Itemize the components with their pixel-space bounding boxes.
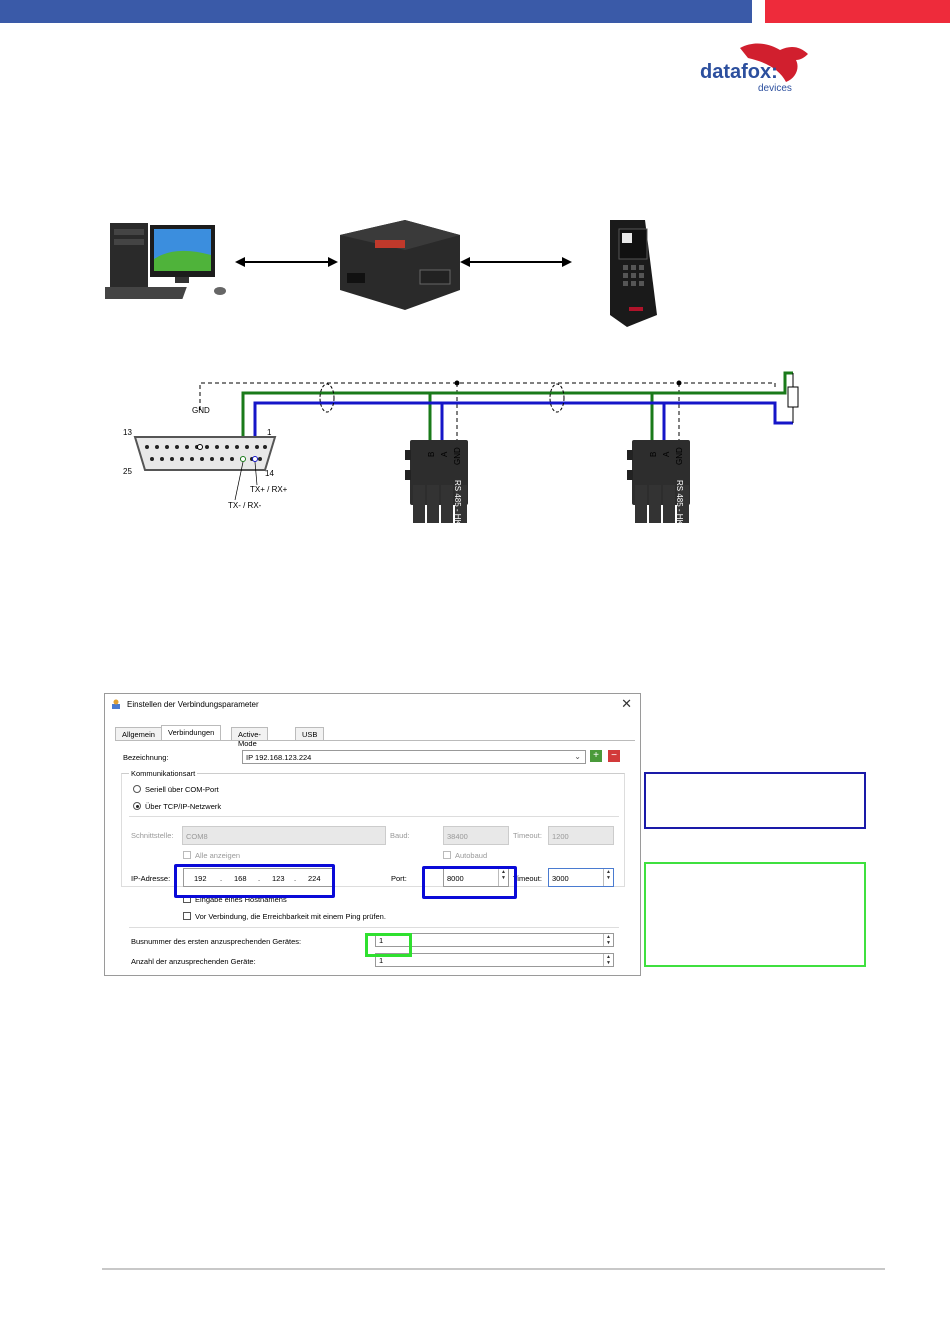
logo-sub-text: devices: [758, 83, 792, 94]
schnittstelle-label: Schnittstelle:: [131, 831, 174, 840]
ip-highlight: [174, 864, 335, 898]
terminal1-rs-label: RS 485 - HK: [453, 480, 462, 525]
divider: [129, 816, 619, 817]
close-icon[interactable]: ✕: [621, 696, 632, 711]
terminal2-gnd-label: GND: [675, 447, 684, 465]
timeout-tcp-label: Timeout:: [513, 874, 542, 883]
dialog-title: Einstellen der Verbindungsparameter: [127, 700, 259, 709]
bezeichnung-label: Bezeichnung:: [123, 753, 169, 762]
converter-device-icon: [340, 220, 460, 310]
terminal1-gnd-label: GND: [453, 447, 462, 465]
schnittstelle-select[interactable]: COM8: [182, 826, 386, 845]
terminal1-a-label: A: [440, 451, 449, 457]
chevron-down-icon: ⌄: [574, 752, 581, 761]
port-highlight: [422, 866, 517, 899]
autobaud-label: Autobaud: [455, 851, 488, 860]
gnd-label: GND: [192, 406, 210, 415]
remove-icon[interactable]: −: [608, 750, 620, 762]
ip-octet-4: 224: [308, 874, 321, 883]
busnummer-value: 1: [379, 936, 384, 945]
tab-verbindungen[interactable]: Verbindungen: [161, 725, 222, 740]
double-arrow-icon: [235, 257, 338, 267]
port-stepper[interactable]: ▲▼: [498, 869, 508, 886]
divider: [129, 927, 619, 928]
terminal1-b-label: B: [427, 451, 436, 457]
annotation-box-blue: [644, 772, 866, 829]
pin-14-label: 14: [265, 469, 274, 478]
bezeichnung-value: IP 192.168.123.224: [246, 753, 312, 762]
header-bar-red: [765, 0, 950, 23]
settings-wrench-icon: [112, 699, 120, 709]
double-arrow-icon: [460, 257, 572, 267]
ping-checkbox[interactable]: [183, 912, 191, 920]
timeout-tcp-value: 3000: [552, 874, 569, 883]
connection-settings-dialog: Einstellen der Verbindungsparameter ✕ Al…: [104, 693, 641, 976]
hardware-overview: [94, 215, 665, 335]
terminal-block-icon: [627, 440, 690, 523]
add-icon[interactable]: +: [590, 750, 602, 762]
ping-label: Vor Verbindung, die Erreichbarkeit mit e…: [195, 912, 386, 921]
tx-plus-label: TX+ / RX+: [250, 485, 288, 494]
db25-connector-icon: [133, 436, 277, 501]
tx-minus-label: TX- / RX-: [228, 501, 262, 510]
logo-brand-text: datafox:: [700, 61, 778, 83]
rs485-wiring-diagram: GND 13 1 25 14 TX+ / RX+ TX- / RX- B A G…: [105, 365, 825, 530]
radio-tcp-label: Über TCP/IP-Netzwerk: [145, 802, 222, 811]
connections-panel: Bezeichnung: IP 192.168.123.224 ⌄ + − Ko…: [115, 740, 635, 975]
anzahl-input[interactable]: 1 ▲▼: [375, 953, 614, 967]
baud-select[interactable]: 38400: [443, 826, 509, 845]
header-bar-blue: [0, 0, 752, 23]
ip-octet-3: 123: [272, 874, 285, 883]
bezeichnung-select[interactable]: IP 192.168.123.224 ⌄: [242, 750, 586, 764]
kommunikationsart-group: [121, 773, 625, 887]
timeout-tcp-input[interactable]: 3000 ▲▼: [548, 868, 614, 887]
alle-anzeigen-checkbox[interactable]: [183, 851, 191, 859]
schnittstelle-value: COM8: [186, 832, 208, 841]
baud-value: 38400: [447, 832, 468, 841]
timeout-serial-input[interactable]: 1200: [548, 826, 614, 845]
timeout-stepper[interactable]: ▲▼: [603, 869, 613, 886]
anzahl-stepper[interactable]: ▲▼: [603, 954, 613, 966]
terminal2-b-label: B: [649, 451, 658, 457]
radio-serial-label: Seriell über COM-Port: [145, 785, 219, 794]
autobaud-checkbox[interactable]: [443, 851, 451, 859]
tab-usb[interactable]: USB: [295, 727, 325, 740]
ip-octet-1: 192: [194, 874, 207, 883]
baud-label: Baud:: [390, 831, 410, 840]
hostname-label: Eingabe eines Hostnamens: [195, 895, 287, 904]
footer-divider: [102, 1268, 885, 1270]
anzahl-value: 1: [379, 956, 384, 965]
port-value: 8000: [447, 874, 464, 883]
terminal2-a-label: A: [662, 451, 671, 457]
dialog-titlebar: Einstellen der Verbindungsparameter ✕: [105, 694, 640, 716]
ip-address-label: IP-Adresse:: [131, 874, 171, 883]
ip-octet-2: 168: [234, 874, 247, 883]
busnummer-highlight: [365, 933, 412, 957]
timeout-serial-value: 1200: [552, 832, 569, 841]
timeout-serial-label: Timeout:: [513, 831, 542, 840]
busnummer-label: Busnummer des ersten anzusprechenden Ger…: [131, 937, 302, 946]
radio-tcp[interactable]: [133, 802, 141, 810]
pc-icon: [94, 223, 226, 299]
tab-allgemein[interactable]: Allgemein: [115, 727, 162, 740]
terminal2-rs-label: RS 485 - HK: [675, 480, 684, 525]
annotation-box-green: [644, 862, 866, 967]
alle-anzeigen-label: Alle anzeigen: [195, 851, 241, 860]
terminal-device-icon: [610, 220, 657, 327]
pin-1-label: 1: [267, 428, 272, 437]
anzahl-label: Anzahl der anzusprechenden Geräte:: [131, 957, 256, 966]
radio-serial[interactable]: [133, 785, 141, 793]
pin-13-label: 13: [123, 428, 132, 437]
port-label: Port:: [391, 874, 407, 883]
group-label: Kommunikationsart: [129, 769, 198, 778]
busnummer-stepper[interactable]: ▲▼: [603, 934, 613, 946]
tab-active-mode[interactable]: Active-Mode: [231, 727, 268, 748]
busnummer-input[interactable]: 1 ▲▼: [375, 933, 614, 947]
datafox-logo: datafox: devices: [700, 40, 820, 95]
terminal-block-icon: [405, 440, 468, 523]
pin-25-label: 25: [123, 467, 132, 476]
